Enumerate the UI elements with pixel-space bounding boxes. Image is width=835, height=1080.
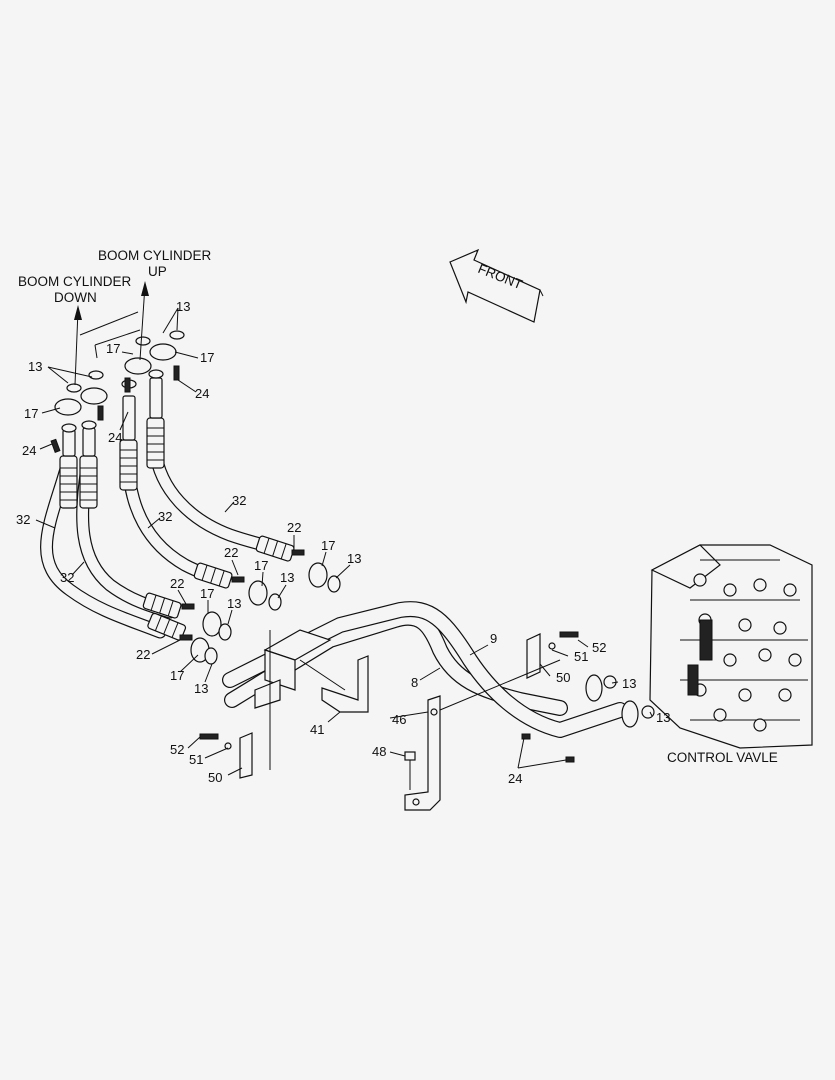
callout-17: 17 [200, 350, 214, 365]
callout-32: 32 [232, 493, 246, 508]
callout-24: 24 [22, 443, 36, 458]
callout-22: 22 [170, 576, 184, 591]
callout-50: 50 [208, 770, 222, 785]
callout-13: 13 [622, 676, 636, 691]
callout-13: 13 [656, 710, 670, 725]
callout-13: 13 [28, 359, 42, 374]
callout-51: 51 [189, 752, 203, 767]
control-valve [649, 544, 813, 749]
callout-22: 22 [287, 520, 301, 535]
clamp-50-left [199, 732, 253, 779]
lower-flanges [179, 549, 341, 665]
callout-32: 32 [16, 512, 30, 527]
callout-8: 8 [411, 675, 418, 690]
front-arrow [449, 248, 544, 323]
callout-22: 22 [224, 545, 238, 560]
callout-17: 17 [254, 558, 268, 573]
hoses [40, 369, 295, 641]
boom-cylinder-down-caption-2: DOWN [54, 290, 97, 305]
leader-lines [35, 307, 653, 776]
bracket-46 [404, 695, 441, 811]
callout-13: 13 [347, 551, 361, 566]
callout-24: 24 [195, 386, 209, 401]
steel-pipes [222, 601, 655, 738]
callout-24: 24 [108, 430, 122, 445]
callout-17: 17 [24, 406, 38, 421]
callout-13: 13 [280, 570, 294, 585]
callout-48: 48 [372, 744, 386, 759]
boom-arrows [74, 281, 149, 386]
callout-51: 51 [574, 649, 588, 664]
callout-32: 32 [158, 509, 172, 524]
callout-13: 13 [194, 681, 208, 696]
clamp-block [254, 629, 346, 770]
callout-52: 52 [592, 640, 606, 655]
callout-41: 41 [310, 722, 324, 737]
callout-46: 46 [392, 712, 406, 727]
hose-ribs [59, 369, 165, 509]
callout-17: 17 [200, 586, 214, 601]
control-valve-caption: CONTROL VAVLE [667, 750, 778, 765]
callout-24: 24 [508, 771, 522, 786]
bracket-41 [321, 655, 369, 713]
callout-13: 13 [176, 299, 190, 314]
hose-lower-ends [142, 535, 295, 641]
callout-17: 17 [106, 341, 120, 356]
boom-cylinder-down-caption-1: BOOM CYLINDER [18, 274, 132, 289]
boom-cylinder-up-caption-1: BOOM CYLINDER [98, 248, 212, 263]
top-flanges [50, 330, 185, 453]
callout-52: 52 [170, 742, 184, 757]
callout-17: 17 [321, 538, 335, 553]
callout-32: 32 [60, 570, 74, 585]
callout-13: 13 [227, 596, 241, 611]
callout-50: 50 [556, 670, 570, 685]
boom-cylinder-up-caption-2: UP [148, 264, 167, 279]
callout-17: 17 [170, 668, 184, 683]
hose-4 [148, 443, 282, 555]
hose-1 [40, 455, 167, 639]
clamp-50-right [526, 631, 579, 679]
callout-22: 22 [136, 647, 150, 662]
callout-9: 9 [490, 631, 497, 646]
callouts: 13 17 24 17 24 13 17 24 32 32 32 32 22 1… [16, 299, 670, 786]
